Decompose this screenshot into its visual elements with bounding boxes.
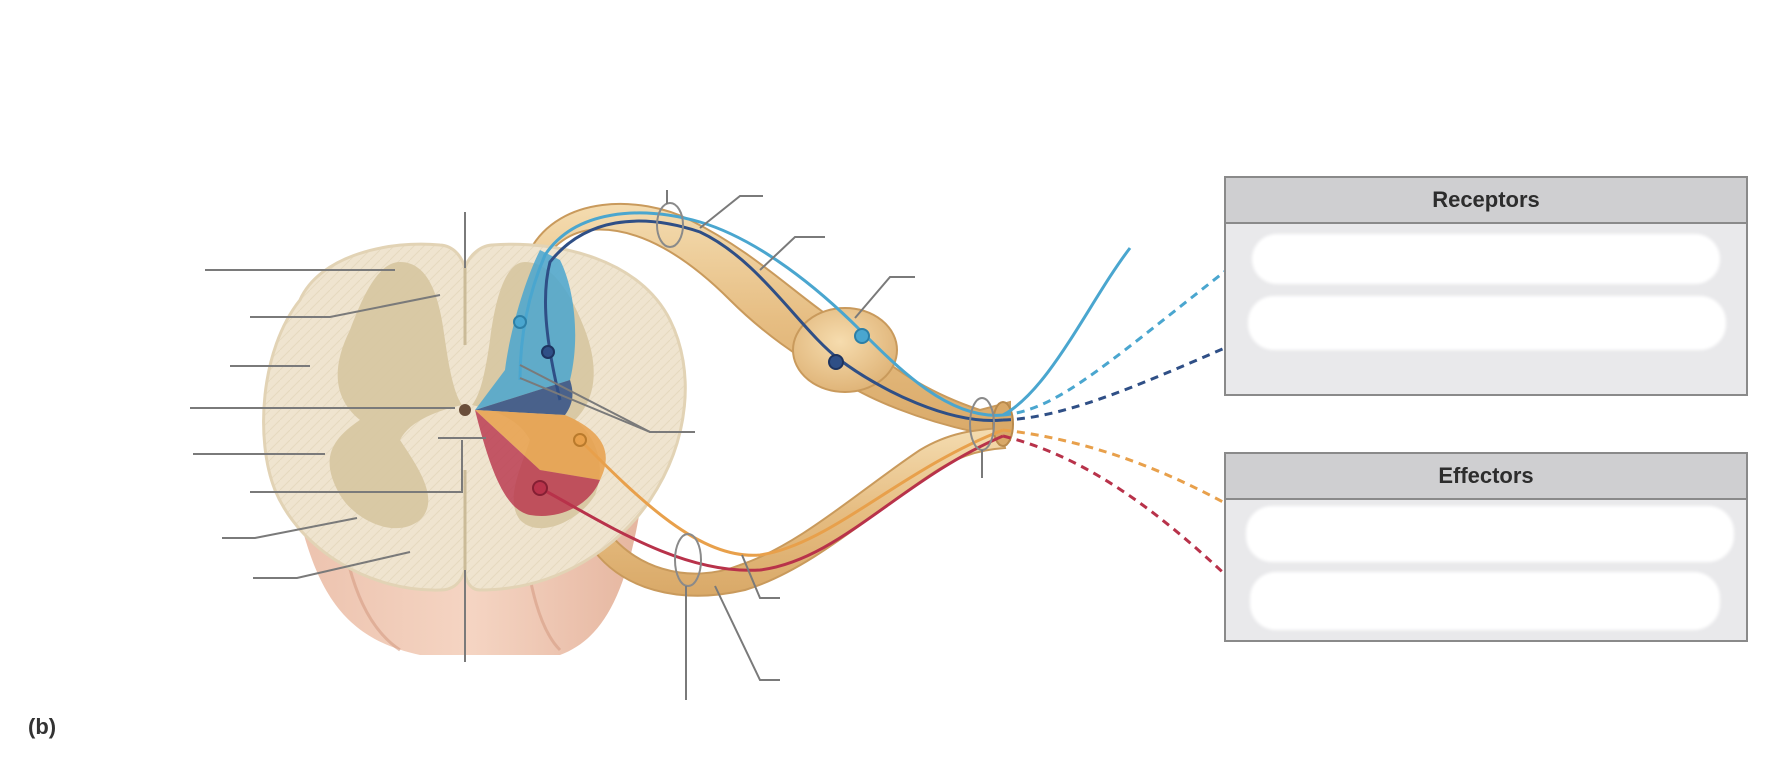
visceral-sensory-fiber-dashed	[1002, 333, 1256, 422]
somatic-motor-fiber	[539, 434, 1004, 572]
effectors-answer-blank-1[interactable]	[1246, 506, 1734, 562]
leader-lines	[190, 190, 983, 700]
ventral-root	[588, 426, 1007, 597]
visceral-motor-fiber-dashed	[1002, 428, 1256, 522]
visceral-motor-zone	[475, 410, 606, 480]
visceral-motor-fiber	[578, 428, 1004, 557]
receptors-answer-blank-1[interactable]	[1252, 234, 1720, 284]
sensory-neuron-cell-body-icon	[854, 328, 870, 344]
dorsal-root-ganglion	[792, 307, 898, 393]
visceral-sensory-fiber	[543, 219, 1004, 422]
gray-matter	[329, 262, 462, 529]
central-canal	[459, 404, 471, 416]
ventral-root-ring	[674, 533, 702, 587]
receptors-title: Receptors	[1226, 178, 1746, 224]
somatic-sensory-fiber	[518, 211, 1132, 417]
receptors-answer-blank-2[interactable]	[1248, 296, 1726, 350]
receptors-panel: Receptors	[1224, 176, 1748, 396]
dorsal-root-ring	[656, 202, 684, 248]
effectors-panel: Effectors	[1224, 452, 1748, 642]
sensory-neuron-cell-body-icon	[828, 354, 844, 370]
effectors-title: Effectors	[1226, 454, 1746, 500]
somatic-motor-zone	[475, 410, 600, 516]
motor-neuron-cell-body-icon	[532, 480, 548, 496]
figure-label: (b)	[28, 714, 57, 739]
motor-neuron-cell-body-icon	[573, 433, 587, 447]
somatic-sensory-fiber-dashed	[1002, 246, 1256, 417]
effectors-answer-blank-2[interactable]	[1250, 572, 1720, 630]
